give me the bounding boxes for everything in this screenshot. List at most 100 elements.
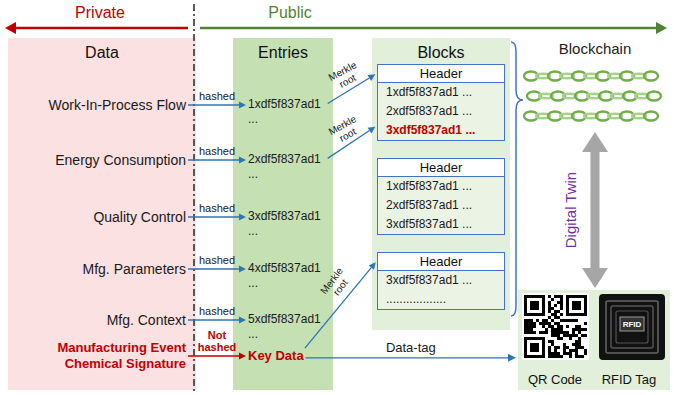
- qr-module: [557, 331, 560, 334]
- not-hashed-arrow: [188, 355, 239, 356]
- qr-module: [551, 328, 554, 331]
- digital-twin-arrow: [591, 152, 600, 268]
- qr-module: [527, 298, 542, 313]
- qr-module: [572, 319, 575, 322]
- rfid-chip-label: RFID: [623, 320, 642, 329]
- qr-module: [572, 331, 575, 334]
- qr-module: [557, 346, 560, 349]
- qr-module: [575, 355, 578, 358]
- data-item-label: Manufacturing Event Chemical Signature: [41, 340, 186, 372]
- hash-arrow-group: [188, 214, 246, 221]
- arrowhead: [368, 127, 376, 134]
- entry: 4xdf5f837ad1 ...: [248, 261, 326, 291]
- qr-module: [566, 346, 569, 349]
- rfid-antenna: [611, 306, 653, 348]
- qr-code-icon: [524, 295, 587, 358]
- qr-module: [584, 322, 587, 325]
- hash-arrow-group: [188, 157, 246, 164]
- rfid-chip: [620, 317, 644, 331]
- qr-module: [578, 325, 581, 328]
- qr-module: [548, 322, 551, 325]
- qr-module: [560, 301, 563, 304]
- data-panel: DataWork-In-Process FlowEnergy Consumpti…: [8, 38, 196, 390]
- qr-module: [566, 295, 587, 316]
- qr-module: [527, 328, 530, 331]
- qr-module: [548, 355, 551, 358]
- block-entry: 3xdf5f837ad1 ...: [378, 215, 504, 234]
- qr-module: [530, 343, 539, 352]
- data-tag-arrow-label: Data-tag: [386, 339, 436, 354]
- data-item: Energy Consumption: [55, 151, 186, 169]
- qr-module: [563, 334, 566, 337]
- data-item: Mfg. Context: [107, 311, 186, 329]
- hash-arrow-label: hashed: [199, 145, 235, 157]
- hash-arrow-group: [188, 317, 246, 324]
- block-header: Header: [378, 253, 504, 271]
- data-item: Mfg. Parameters: [83, 260, 186, 278]
- qr-module: [548, 301, 551, 304]
- block-entry: ..................: [378, 290, 504, 309]
- qr-module: [575, 319, 578, 322]
- qr-module: [557, 334, 560, 337]
- qr-module: [524, 295, 545, 316]
- qr-module: [575, 325, 578, 328]
- qr-module: [527, 322, 530, 325]
- qr-module: [545, 319, 548, 322]
- qr-module: [548, 307, 551, 310]
- digital-twin-arrow-group: [582, 132, 608, 288]
- hash-arrow: [188, 216, 239, 217]
- qr-module: [533, 322, 536, 325]
- arrowhead: [239, 317, 246, 324]
- arrowhead: [239, 214, 246, 221]
- not-hashed-arrow-label: Not hashed: [197, 329, 237, 353]
- private-arrow: [14, 27, 188, 30]
- entry-hash: 3xdf5f837ad1 ...: [248, 209, 326, 239]
- data-item-label: Energy Consumption: [55, 151, 186, 169]
- qr-module: [563, 349, 566, 352]
- qr-module: [542, 331, 545, 334]
- qr-module: [560, 295, 563, 298]
- qr-module: [557, 352, 560, 355]
- qr-module: [551, 331, 554, 334]
- qr-module: [572, 334, 575, 337]
- qr-module: [584, 334, 587, 337]
- hash-arrow-label: hashed: [199, 254, 235, 266]
- qr-module: [530, 322, 533, 325]
- qr-module: [560, 337, 563, 340]
- qr-module: [545, 328, 548, 331]
- qr-module: [584, 349, 587, 352]
- qr-module: [524, 337, 545, 358]
- block-header: Header: [378, 159, 504, 177]
- qr-module: [551, 313, 554, 316]
- qr-module: [563, 319, 566, 322]
- data-item: Quality Control: [93, 208, 186, 226]
- hash-arrow-group: [188, 102, 246, 109]
- qr-module: [566, 331, 569, 334]
- qr-module: [560, 325, 563, 328]
- qr-module: [548, 346, 551, 349]
- qr-module: [566, 334, 569, 337]
- qr-module: [527, 331, 530, 334]
- block-entry: 3xdf5f837ad1 ...: [378, 271, 504, 290]
- qr-module: [548, 310, 551, 313]
- qr-module: [560, 331, 563, 334]
- qr-module: [530, 328, 533, 331]
- qr-module: [551, 343, 554, 346]
- qr-module: [572, 343, 575, 346]
- data-item: Work-In-Process Flow: [49, 96, 186, 114]
- qr-module: [557, 322, 560, 325]
- qr-module: [542, 319, 545, 322]
- qr-module: [554, 310, 557, 313]
- qr-module: [530, 319, 533, 322]
- qr-module: [557, 310, 560, 313]
- qr-module: [572, 301, 581, 310]
- panel-heading: Entries: [233, 38, 333, 62]
- private-arrowhead: [5, 22, 16, 34]
- qr-module: [560, 304, 563, 307]
- qr-module: [581, 346, 584, 349]
- blockchain-label: Blockchain: [520, 38, 670, 57]
- entry-hash: 5xdf5f837ad1 ...: [248, 312, 326, 342]
- qr-module: [554, 355, 557, 358]
- qr-module: [554, 322, 557, 325]
